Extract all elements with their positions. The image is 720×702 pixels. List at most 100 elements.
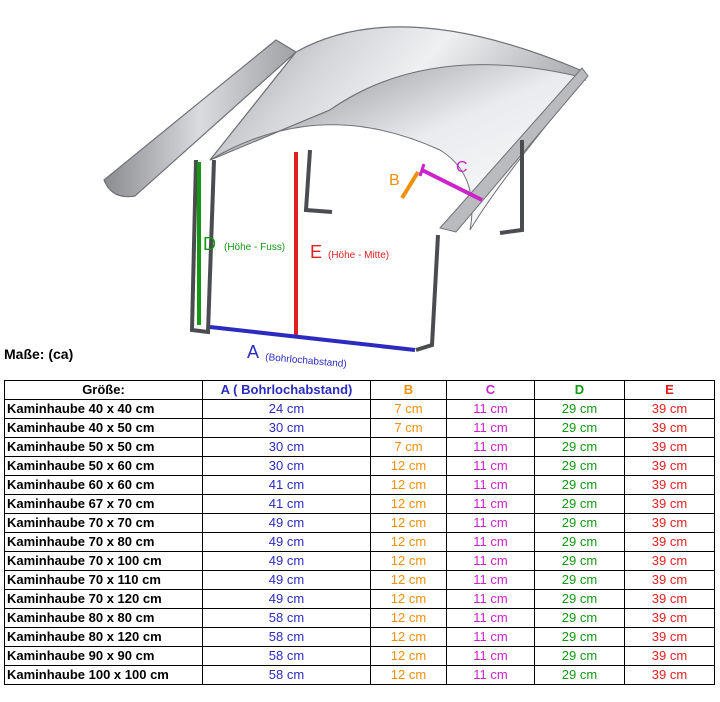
b-cell: 12 cm bbox=[370, 589, 447, 609]
dimension-a-sublabel: (Bohrlochabstand) bbox=[265, 352, 347, 370]
d-cell: 29 cm bbox=[534, 475, 625, 495]
size-cell: Kaminhaube 40 x 40 cm bbox=[4, 399, 203, 419]
d-cell: 29 cm bbox=[534, 513, 625, 533]
d-cell: 29 cm bbox=[534, 646, 625, 666]
size-table: Größe: A ( Bohrlochabstand) B C D E Kami… bbox=[4, 380, 715, 685]
c-cell: 11 cm bbox=[446, 589, 535, 609]
a-cell: 41 cm bbox=[202, 475, 371, 495]
c-cell: 11 cm bbox=[446, 475, 535, 495]
e-cell: 39 cm bbox=[624, 418, 715, 438]
b-cell: 12 cm bbox=[370, 513, 447, 533]
dimension-b-label: B bbox=[389, 172, 400, 189]
dimension-d-label: D bbox=[203, 234, 216, 254]
size-cell: Kaminhaube 70 x 120 cm bbox=[4, 589, 203, 609]
b-cell: 7 cm bbox=[370, 418, 447, 438]
c-cell: 11 cm bbox=[446, 570, 535, 590]
d-cell: 29 cm bbox=[534, 494, 625, 514]
d-cell: 29 cm bbox=[534, 418, 625, 438]
header-size: Größe: bbox=[4, 380, 203, 400]
size-cell: Kaminhaube 80 x 120 cm bbox=[4, 627, 203, 647]
dimension-c-tick-left bbox=[418, 163, 426, 177]
d-cell: 29 cm bbox=[534, 399, 625, 419]
e-cell: 39 cm bbox=[624, 513, 715, 533]
size-cell: Kaminhaube 40 x 50 cm bbox=[4, 418, 203, 438]
size-cell: Kaminhaube 70 x 80 cm bbox=[4, 532, 203, 552]
c-cell: 11 cm bbox=[446, 513, 535, 533]
measurements-caption: Maße: (ca) bbox=[4, 346, 74, 362]
b-cell: 12 cm bbox=[370, 608, 447, 628]
dimension-a-label: A bbox=[247, 342, 259, 362]
c-cell: 11 cm bbox=[446, 551, 535, 571]
header-b: B bbox=[370, 380, 447, 400]
c-cell: 11 cm bbox=[446, 437, 535, 457]
b-cell: 12 cm bbox=[370, 570, 447, 590]
a-cell: 49 cm bbox=[202, 551, 371, 571]
e-cell: 39 cm bbox=[624, 437, 715, 457]
c-cell: 11 cm bbox=[446, 399, 535, 419]
e-cell: 39 cm bbox=[624, 456, 715, 476]
d-cell: 29 cm bbox=[534, 532, 625, 552]
size-cell: Kaminhaube 60 x 60 cm bbox=[4, 475, 203, 495]
a-cell: 49 cm bbox=[202, 589, 371, 609]
right-gutter bbox=[439, 67, 589, 233]
b-cell: 12 cm bbox=[370, 475, 447, 495]
b-cell: 7 cm bbox=[370, 399, 447, 419]
size-cell: Kaminhaube 90 x 90 cm bbox=[4, 646, 203, 666]
right-front-leg bbox=[415, 234, 440, 352]
b-cell: 12 cm bbox=[370, 456, 447, 476]
c-cell: 11 cm bbox=[446, 494, 535, 514]
left-front-leg bbox=[189, 159, 216, 335]
size-cell: Kaminhaube 67 x 70 cm bbox=[4, 494, 203, 514]
d-cell: 29 cm bbox=[534, 570, 625, 590]
size-cell: Kaminhaube 80 x 80 cm bbox=[4, 608, 203, 628]
b-cell: 12 cm bbox=[370, 532, 447, 552]
size-cell: Kaminhaube 70 x 70 cm bbox=[4, 513, 203, 533]
a-cell: 58 cm bbox=[202, 608, 371, 628]
d-cell: 29 cm bbox=[534, 627, 625, 647]
dimension-c-line bbox=[421, 168, 483, 202]
c-cell: 11 cm bbox=[446, 532, 535, 552]
e-cell: 39 cm bbox=[624, 589, 715, 609]
c-cell: 11 cm bbox=[446, 608, 535, 628]
c-cell: 11 cm bbox=[446, 665, 535, 685]
d-cell: 29 cm bbox=[534, 551, 625, 571]
dimension-e-sublabel: (Höhe - Mitte) bbox=[328, 250, 389, 261]
a-cell: 49 cm bbox=[202, 570, 371, 590]
size-cell: Kaminhaube 70 x 110 cm bbox=[4, 570, 203, 590]
e-cell: 39 cm bbox=[624, 665, 715, 685]
d-cell: 29 cm bbox=[534, 665, 625, 685]
d-cell: 29 cm bbox=[534, 589, 625, 609]
e-cell: 39 cm bbox=[624, 570, 715, 590]
e-cell: 39 cm bbox=[624, 627, 715, 647]
chimney-cap-diagram: D (Höhe - Fuss) E (Höhe - Mitte) A (Bohr… bbox=[103, 26, 589, 370]
a-cell: 30 cm bbox=[202, 456, 371, 476]
right-back-leg bbox=[499, 140, 524, 235]
b-cell: 12 cm bbox=[370, 551, 447, 571]
a-cell: 41 cm bbox=[202, 494, 371, 514]
b-cell: 12 cm bbox=[370, 665, 447, 685]
dimension-d-sublabel: (Höhe - Fuss) bbox=[224, 242, 285, 253]
b-cell: 12 cm bbox=[370, 627, 447, 647]
header-c: C bbox=[446, 380, 535, 400]
header-e: E bbox=[624, 380, 715, 400]
e-cell: 39 cm bbox=[624, 532, 715, 552]
e-cell: 39 cm bbox=[624, 608, 715, 628]
a-cell: 24 cm bbox=[202, 399, 371, 419]
b-cell: 12 cm bbox=[370, 646, 447, 666]
a-cell: 58 cm bbox=[202, 646, 371, 666]
c-cell: 11 cm bbox=[446, 646, 535, 666]
b-cell: 7 cm bbox=[370, 437, 447, 457]
d-cell: 29 cm bbox=[534, 456, 625, 476]
c-cell: 11 cm bbox=[446, 627, 535, 647]
